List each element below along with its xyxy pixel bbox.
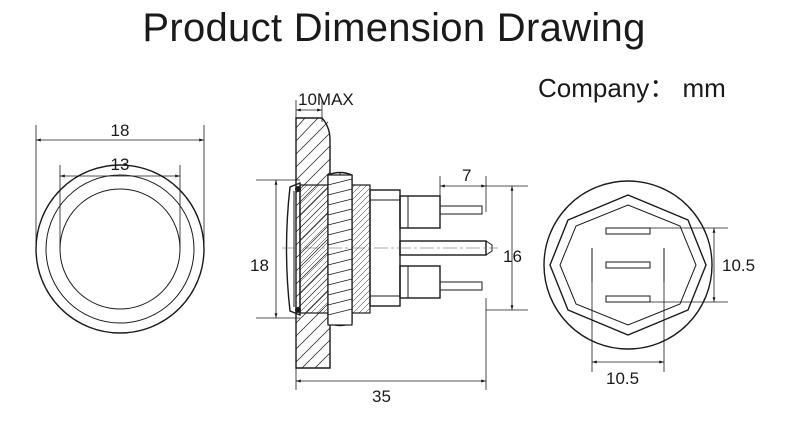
unit-label: Company： mm bbox=[538, 73, 726, 103]
rear-terminal-top bbox=[605, 227, 651, 235]
body-diameter-label: 16 bbox=[503, 247, 522, 266]
rear-width-label: 10.5 bbox=[606, 369, 639, 388]
front-ring-2 bbox=[45, 174, 195, 324]
bezel-diameter-label: 18 bbox=[250, 256, 269, 275]
front-outer-ring bbox=[35, 164, 205, 334]
front-inner-ring bbox=[59, 188, 181, 310]
terminal-block-top bbox=[399, 195, 441, 229]
drawing-title: Product Dimension Drawing bbox=[142, 6, 646, 50]
rear-terminal-center bbox=[605, 261, 651, 269]
panel-thickness-label: 10MAX bbox=[298, 90, 354, 109]
bezel bbox=[285, 181, 301, 317]
terminal-bottom bbox=[439, 281, 483, 291]
side-view: 10MAX 18 7 16 35 bbox=[250, 90, 528, 406]
rear-outer-circle bbox=[543, 180, 713, 350]
front-view: 18 13 bbox=[35, 121, 205, 334]
rear-hex-nut bbox=[549, 194, 707, 336]
rear-height-label: 10.5 bbox=[722, 256, 755, 275]
front-outer-diameter-label: 18 bbox=[111, 121, 130, 140]
terminal-top bbox=[439, 205, 483, 215]
terminal-length-label: 7 bbox=[462, 166, 471, 185]
terminal-block-bottom bbox=[399, 265, 441, 299]
total-length-label: 35 bbox=[372, 387, 391, 406]
front-inner-diameter-label: 13 bbox=[111, 155, 130, 174]
rear-view: 10.5 10.5 bbox=[543, 180, 755, 388]
rear-terminal-bottom bbox=[605, 295, 651, 303]
